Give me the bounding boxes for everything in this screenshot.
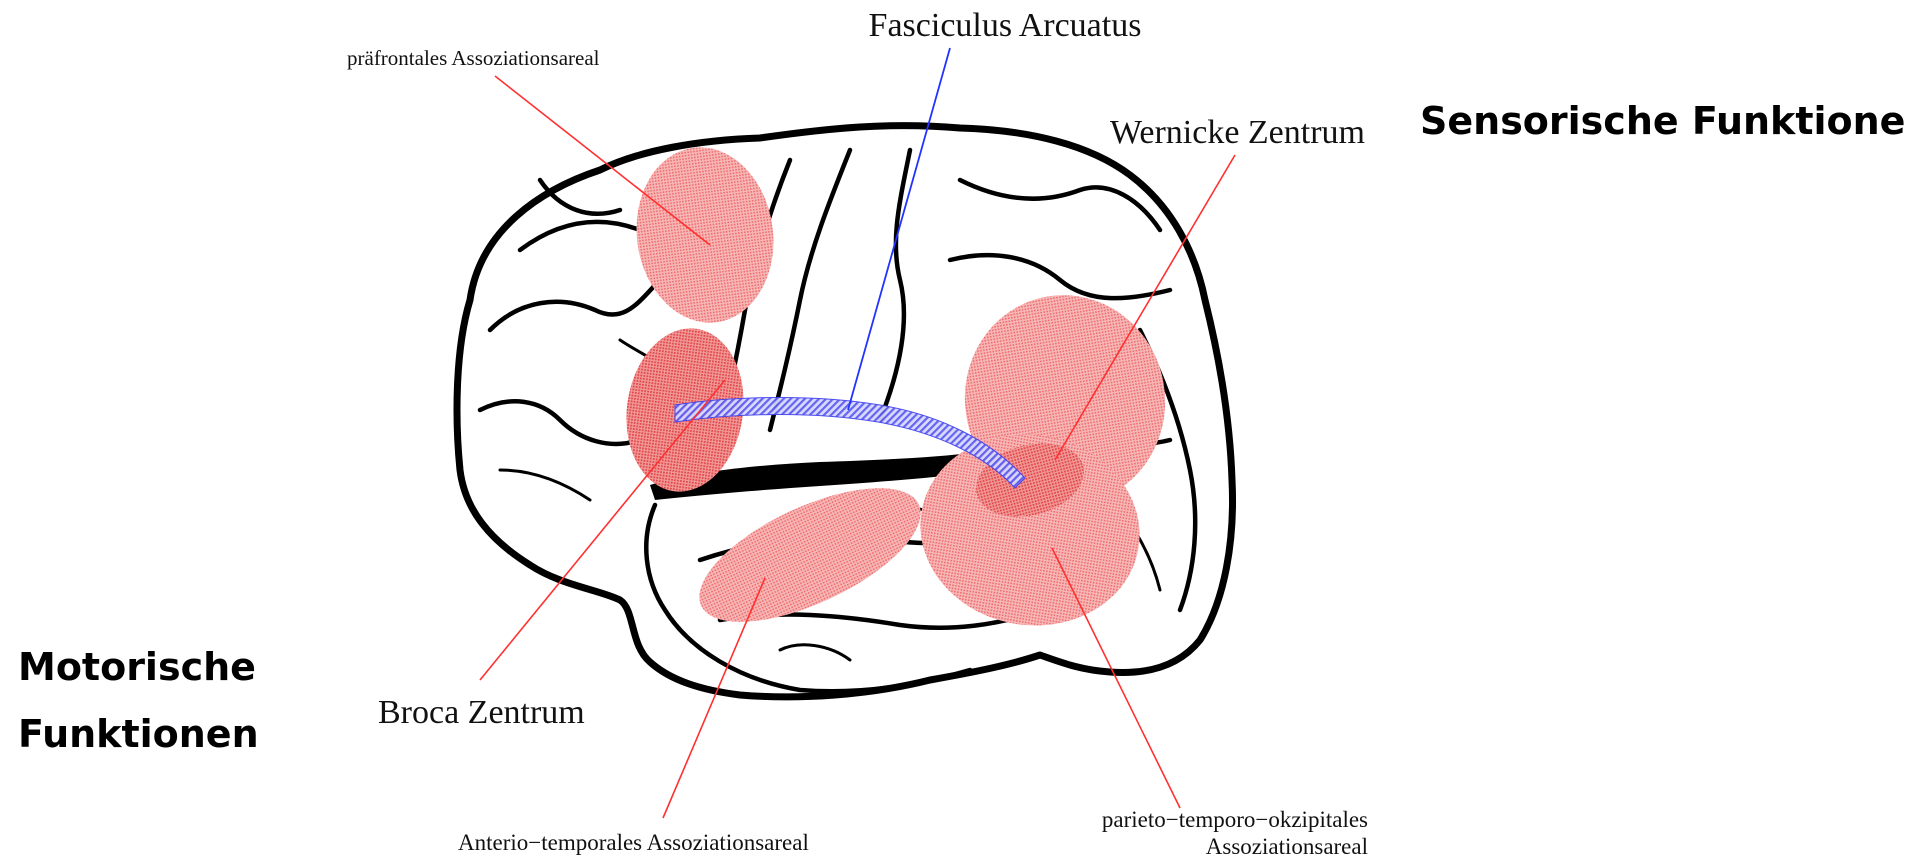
label-parieto-line2: Assoziationsareal (1206, 834, 1368, 859)
label-anterio-temporal: Anterio−temporales Assoziationsareal (458, 830, 809, 855)
label-wernicke: Wernicke Zentrum (1110, 114, 1365, 151)
label-sensorische-funktionen: Sensorische Funktionen (1420, 99, 1908, 143)
label-funktionen: Funktionen (18, 712, 259, 756)
label-motorische: Motorische (18, 645, 256, 689)
label-broca: Broca Zentrum (378, 694, 585, 731)
label-parieto-line1: parieto−temporo−okzipitales (1102, 807, 1368, 832)
label-praefrontal: präfrontales Assoziationsareal (347, 46, 600, 70)
label-fasciculus-arcuatus: Fasciculus Arcuatus (869, 7, 1142, 44)
